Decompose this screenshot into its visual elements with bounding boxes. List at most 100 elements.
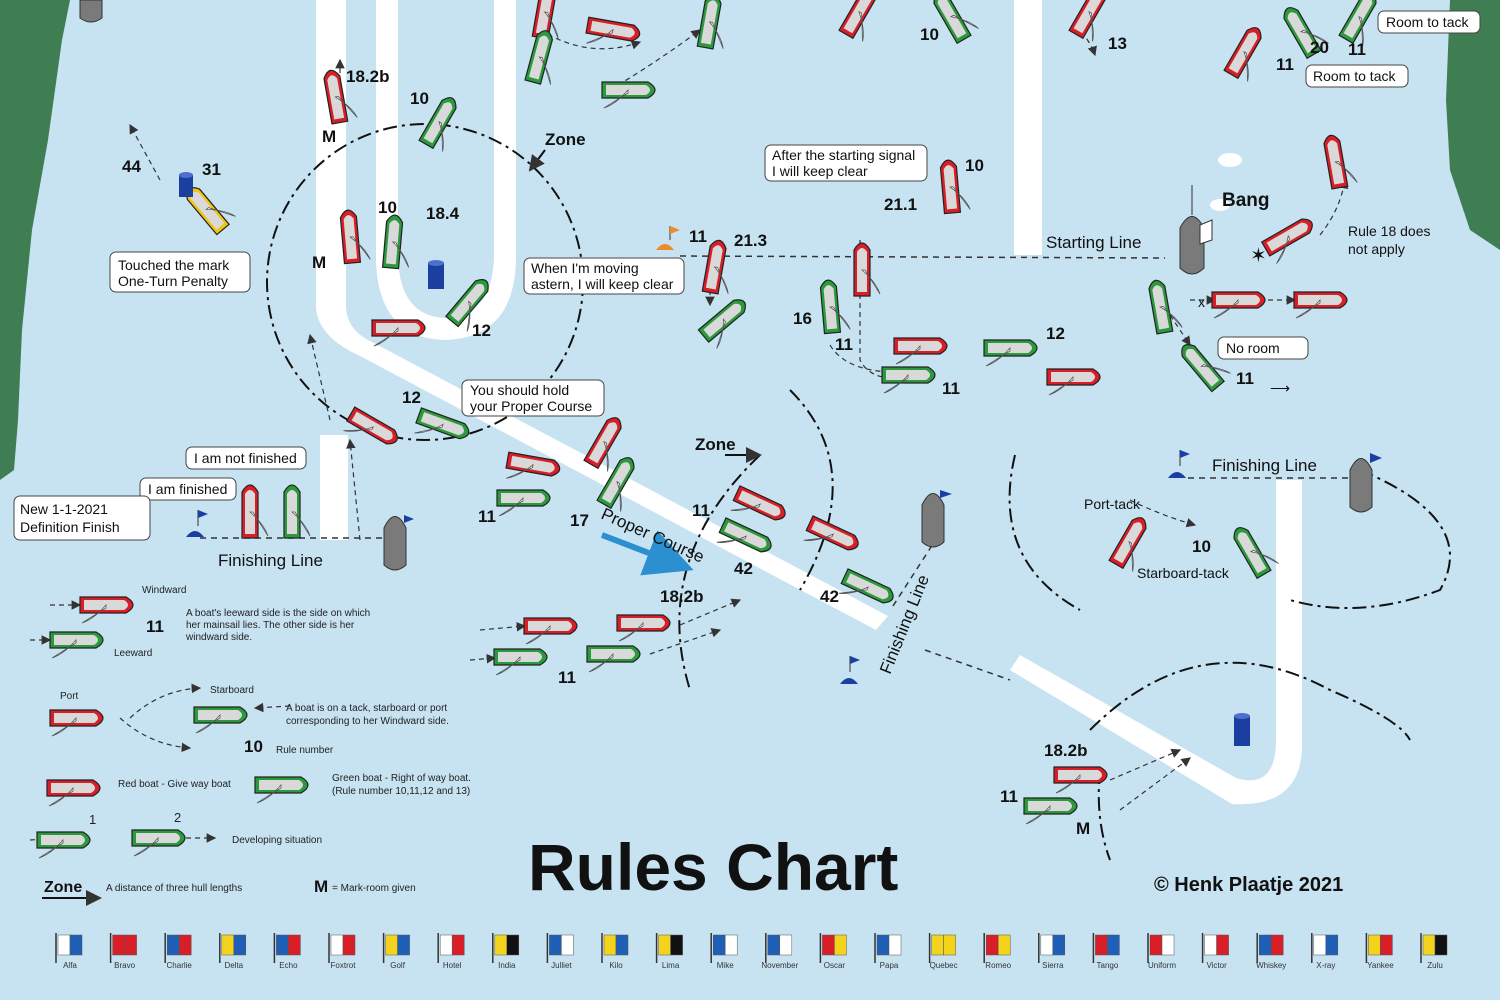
- rule-20: 20: [1310, 38, 1329, 57]
- chart-title: Rules Chart: [528, 830, 898, 904]
- committee-boat-finish-diag: [921, 490, 952, 548]
- rule-10-port: 10: [1192, 537, 1211, 556]
- give-way-boat: [241, 484, 269, 539]
- flag-caption: Oscar: [824, 961, 846, 970]
- legend-leeward-text-1: A boat's leeward side is the side on whi…: [186, 608, 370, 619]
- flag-echo: Echo: [273, 933, 301, 970]
- cross-icon: x: [1198, 294, 1205, 310]
- rule-12-diag: 12: [402, 388, 421, 407]
- flag-sierra: Sierra: [1038, 933, 1066, 970]
- flag-foxtrot: Foxtrot: [328, 933, 357, 970]
- give-way-boat: [1046, 368, 1101, 396]
- land-right: [1446, 0, 1500, 250]
- flag-caption: Alfa: [63, 961, 77, 970]
- flag-uniform: Uniform: [1147, 933, 1176, 970]
- right-of-way-boat: [1181, 344, 1231, 393]
- finish-pin-mark-left: [186, 510, 208, 537]
- right-of-way-boat: [496, 489, 551, 517]
- rule-42-a: 42: [734, 559, 753, 578]
- rule-10-start: 10: [965, 156, 984, 175]
- flag-caption: Foxtrot: [331, 961, 357, 970]
- legend-zone-desc: A distance of three hull lengths: [106, 883, 242, 894]
- zone-label-arrows: [42, 149, 762, 906]
- right-of-way-boat: [1338, 0, 1377, 47]
- give-way-boat: [49, 709, 104, 737]
- legend-leeward-text-2: her mainsail lies. The other side is her: [186, 620, 355, 631]
- rule-18-2b-bottom: 18.2b: [1044, 741, 1087, 760]
- give-way-boat: [371, 319, 426, 347]
- flag-caption: Papa: [880, 961, 899, 970]
- bang-star-icon: ✶: [1250, 245, 1267, 267]
- right-of-way-boat: [601, 81, 656, 109]
- flag-oscar: Oscar: [819, 933, 847, 970]
- flag-xray: X-ray: [1311, 933, 1339, 970]
- legend-dev-1: 1: [89, 812, 96, 827]
- svg-text:Touched the mark: Touched the mark: [118, 257, 230, 273]
- rule-31: 31: [202, 160, 221, 179]
- right-of-way-boat: [193, 706, 248, 734]
- flag-tango: Tango: [1092, 933, 1120, 970]
- give-way-boat: [1293, 291, 1348, 319]
- copyright: © Henk Plaatje 2021: [1154, 874, 1343, 896]
- right-of-way-boat: [716, 517, 772, 553]
- right-of-way-boat: [445, 279, 489, 332]
- legend-red-boat: Red boat - Give way boat: [118, 779, 231, 790]
- course-tracks: [316, 0, 1302, 805]
- flag-julliet: Julliet: [546, 933, 574, 970]
- committee-boat-top-left: [79, 0, 103, 23]
- svg-text:Room to tack: Room to tack: [1313, 68, 1396, 84]
- mark-room-m-1: M: [322, 127, 336, 146]
- right-of-way-boat: [838, 568, 894, 604]
- legend-rule-num-label: Rule number: [276, 745, 334, 756]
- flag-caption: Whiskey: [1256, 961, 1286, 970]
- finish-pin-mark-diag: [840, 656, 860, 684]
- svg-text:No room: No room: [1226, 340, 1280, 356]
- flag-alfa: Alfa: [55, 933, 83, 970]
- rule-10-topmid: 10: [920, 25, 939, 44]
- callout-finished: I am finished: [139, 477, 237, 501]
- give-way-boat: [323, 69, 358, 125]
- give-way-boat: [531, 0, 559, 40]
- rule-10-mid: 10: [378, 198, 397, 217]
- flag-caption: Lima: [662, 961, 680, 970]
- rule-18-2b-mid: 18.2b: [660, 587, 703, 606]
- rule18-text-2: not apply: [1348, 241, 1405, 257]
- legend-starboard: Starboard: [210, 685, 254, 696]
- flag-caption: Zulu: [1427, 961, 1443, 970]
- rule-11-21-3: 11: [689, 227, 707, 246]
- mark-18-4-buoy: [428, 260, 444, 289]
- mark-31-buoy: [179, 172, 193, 197]
- rule-11-bottom: 11: [1000, 787, 1018, 806]
- flag-zulu: Zulu: [1420, 933, 1448, 970]
- bang-label: Bang: [1222, 190, 1270, 211]
- rule-18-2b-top: 18.2b: [346, 67, 389, 86]
- give-way-boat: [803, 515, 859, 551]
- flag-quebec: Quebec: [928, 933, 958, 970]
- starting-line-label: Starting Line: [1046, 233, 1141, 252]
- rule-11-diag: 11: [478, 507, 496, 526]
- give-way-boat: [1053, 766, 1108, 794]
- right-of-way-boat: [983, 339, 1038, 367]
- zone-label-2: Zone: [695, 435, 736, 454]
- right-of-way-boat: [1148, 279, 1183, 335]
- right-of-way-boat: [819, 279, 851, 335]
- legend-leeward: Leeward: [114, 648, 152, 659]
- give-way-boat: [585, 16, 641, 44]
- flag-hotel: Hotel: [437, 933, 465, 970]
- svg-text:You should hold: You should hold: [470, 382, 569, 398]
- rule-11-no-room: 11: [1236, 369, 1254, 388]
- boats-layer: [36, 0, 1377, 859]
- svg-text:I will keep clear: I will keep clear: [772, 163, 868, 179]
- right-of-way-boat: [36, 831, 91, 859]
- flag-november: November: [761, 933, 799, 970]
- flag-whiskey: Whiskey: [1256, 933, 1286, 970]
- legend-tack-text-1: A boat is on a tack, starboard or port: [286, 703, 447, 714]
- arrow-small-icon: ⟶: [1270, 380, 1290, 396]
- give-way-boat: [939, 159, 971, 215]
- give-way-boat: [616, 614, 671, 642]
